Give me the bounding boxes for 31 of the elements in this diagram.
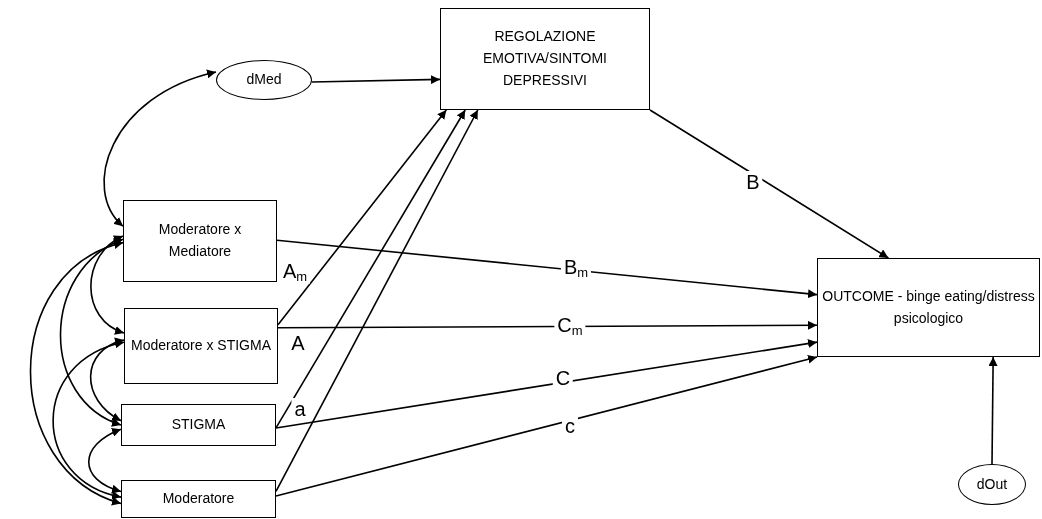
node-label: Moderatore x Mediatore — [157, 220, 243, 261]
variable-box — [440, 8, 650, 110]
arrow — [311, 75, 441, 85]
arrow — [276, 239, 818, 299]
arrow — [275, 109, 466, 429]
arrow — [275, 339, 818, 429]
node-label: REGOLAZIONE EMOTIVA/SINTOMI DEPRESSIVI — [482, 27, 608, 90]
double-headed-arrow — [87, 428, 122, 493]
variable-box — [124, 308, 278, 384]
arrow — [649, 109, 890, 259]
arrow — [277, 109, 448, 326]
double-headed-arrow — [103, 70, 217, 228]
double-headed-arrow — [89, 338, 125, 422]
node-label: Moderatore — [161, 489, 236, 509]
variable-box — [121, 480, 276, 518]
arrow — [277, 320, 818, 330]
node-label: dMed — [245, 70, 283, 90]
node-label: OUTCOME - binge eating/distress psicologico — [821, 286, 1036, 328]
double-headed-arrow — [90, 235, 125, 334]
node-label: STIGMA — [170, 415, 227, 435]
arrow — [988, 356, 998, 465]
variable-box — [121, 404, 276, 446]
node-label: dOut — [975, 474, 1009, 494]
arrow — [275, 109, 479, 493]
double-headed-arrow — [59, 238, 124, 426]
variable-box — [123, 200, 277, 282]
node-label: Moderatore x STIGMA — [129, 336, 272, 356]
arrow — [275, 354, 818, 497]
double-headed-arrow — [29, 241, 124, 505]
variable-box — [817, 258, 1040, 357]
double-headed-arrow — [52, 340, 125, 499]
